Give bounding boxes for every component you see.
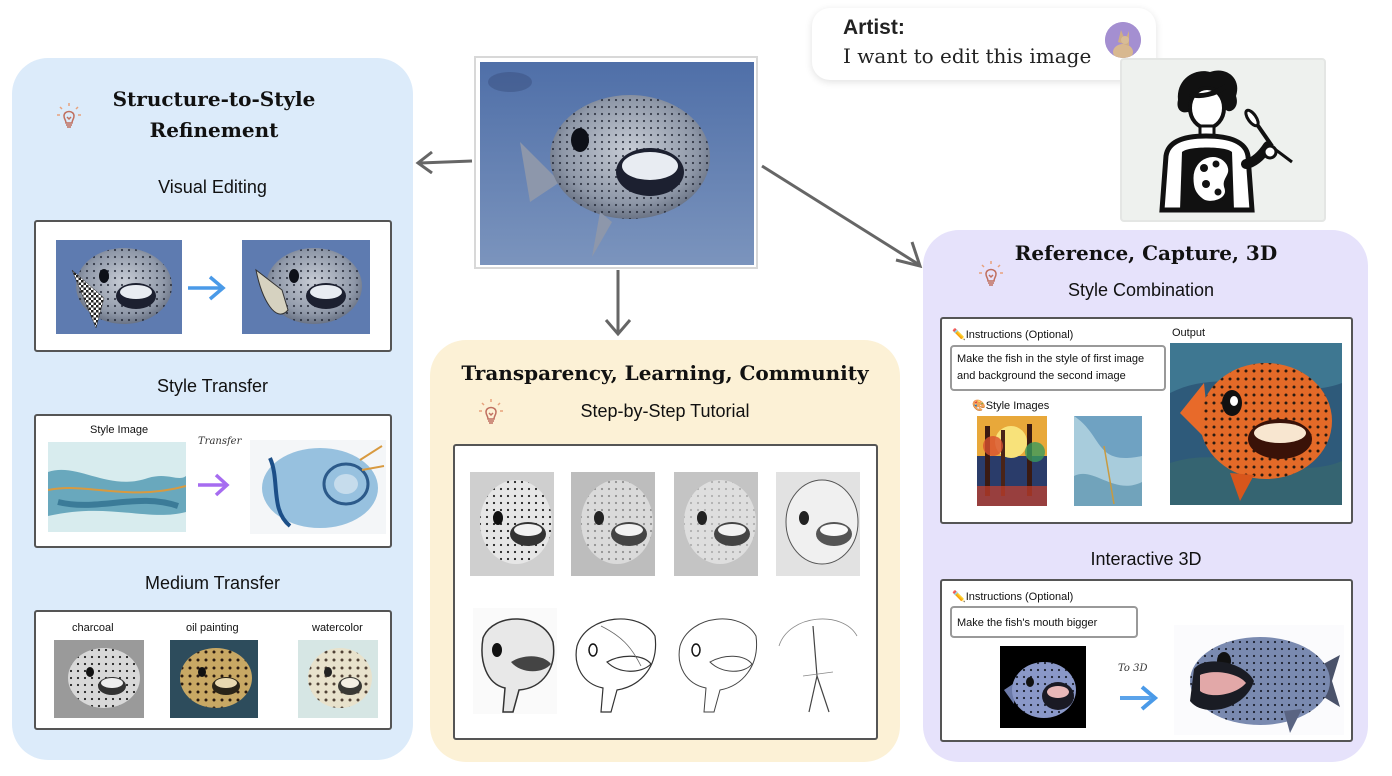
interactive-3d-heading: Interactive 3D bbox=[1090, 549, 1202, 569]
instructions-label-2: ✏️Instructions (Optional) bbox=[952, 591, 1074, 603]
middle-panel-subtitle: Step-by-Step Tutorial bbox=[580, 401, 750, 421]
style-transfer-card: Style Image Transfer bbox=[34, 414, 392, 548]
visual-editing-card bbox=[34, 220, 392, 352]
instructions-label: ✏️Instructions (Optional) bbox=[952, 329, 1074, 341]
tutorial-step-2[interactable] bbox=[571, 472, 655, 576]
avatar bbox=[1105, 22, 1141, 58]
medium-label-oil-painting: oil painting bbox=[186, 622, 239, 634]
transfer-label: Transfer bbox=[198, 436, 242, 447]
artist-message: I want to edit this image bbox=[843, 44, 1092, 68]
interactive-3d-card: ✏️Instructions (Optional) Make the fish'… bbox=[940, 579, 1353, 742]
purple-arrow-icon bbox=[198, 473, 230, 497]
medium-transfer-card: charcoal oil painting watercolor bbox=[34, 610, 392, 730]
lightbulb-icon bbox=[479, 399, 503, 424]
right-panel-title: Reference, Capture, 3D bbox=[1014, 241, 1278, 265]
visual-editing-before[interactable] bbox=[56, 240, 182, 334]
artist-chat-bubble: Artist: I want to edit this image bbox=[812, 8, 1156, 80]
style-combination-output[interactable] bbox=[1170, 343, 1342, 505]
left-panel-title: Structure-to-Style Refinement bbox=[112, 87, 316, 142]
artist-illustration bbox=[1120, 58, 1326, 222]
fish-cutout-thumb[interactable] bbox=[1000, 646, 1086, 728]
style-image-forest-painting[interactable] bbox=[977, 416, 1047, 506]
artist-name: Artist: bbox=[843, 16, 905, 39]
arrow-to-right-panel bbox=[761, 164, 923, 269]
middle-panel-title: Transparency, Learning, Community bbox=[461, 361, 869, 385]
pencil-icon: ✏️ bbox=[952, 329, 966, 341]
style-image-label: Style Image bbox=[90, 424, 149, 436]
tutorial-step-4[interactable] bbox=[776, 472, 860, 576]
style-image-watercolor[interactable] bbox=[48, 442, 186, 532]
style-combination-heading: Style Combination bbox=[1067, 280, 1215, 300]
style-images-label: 🎨Style Images bbox=[972, 400, 1050, 412]
oil-painting-fish-thumb[interactable] bbox=[170, 640, 258, 718]
tutorial-step-5[interactable] bbox=[473, 608, 557, 714]
tutorial-step-1[interactable] bbox=[470, 472, 554, 576]
lightbulb-icon bbox=[57, 103, 81, 128]
tutorial-steps-card bbox=[453, 444, 878, 740]
style-combination-card: ✏️Instructions (Optional) Make the fish … bbox=[940, 317, 1353, 524]
charcoal-fish-thumb[interactable] bbox=[54, 640, 144, 718]
visual-editing-after[interactable] bbox=[242, 240, 370, 334]
tutorial-step-6[interactable] bbox=[571, 606, 659, 714]
output-label: Output bbox=[1172, 327, 1206, 339]
style-transfer-result[interactable] bbox=[250, 440, 386, 534]
blue-arrow-icon bbox=[1120, 685, 1159, 711]
original-fish-photo[interactable] bbox=[474, 56, 758, 269]
pencil-icon: ✏️ bbox=[952, 591, 966, 603]
medium-label-watercolor: watercolor bbox=[312, 622, 363, 634]
arrow-to-left-panel bbox=[415, 150, 473, 174]
lightbulb-icon bbox=[979, 261, 1003, 286]
style-transfer-heading: Style Transfer bbox=[156, 376, 269, 396]
palette-icon: 🎨 bbox=[972, 400, 986, 412]
3d-fish-render[interactable] bbox=[1174, 625, 1344, 735]
visual-editing-heading: Visual Editing bbox=[158, 177, 267, 197]
tutorial-step-8[interactable] bbox=[773, 606, 861, 714]
tutorial-step-3[interactable] bbox=[674, 472, 758, 576]
medium-transfer-heading: Medium Transfer bbox=[144, 573, 281, 593]
medium-label-charcoal: charcoal bbox=[72, 622, 114, 634]
blue-arrow-icon bbox=[188, 275, 226, 301]
to-3d-label: To 3D bbox=[1118, 663, 1148, 674]
style-image-blue-watercolor[interactable] bbox=[1074, 416, 1142, 506]
arrow-to-middle-panel bbox=[604, 270, 632, 337]
style-instruction-input[interactable]: Make the fish in the style of first imag… bbox=[950, 345, 1166, 391]
watercolor-fish-thumb[interactable] bbox=[298, 640, 378, 718]
tutorial-step-7[interactable] bbox=[674, 606, 760, 714]
3d-instruction-input[interactable]: Make the fish's mouth bigger bbox=[950, 606, 1138, 638]
